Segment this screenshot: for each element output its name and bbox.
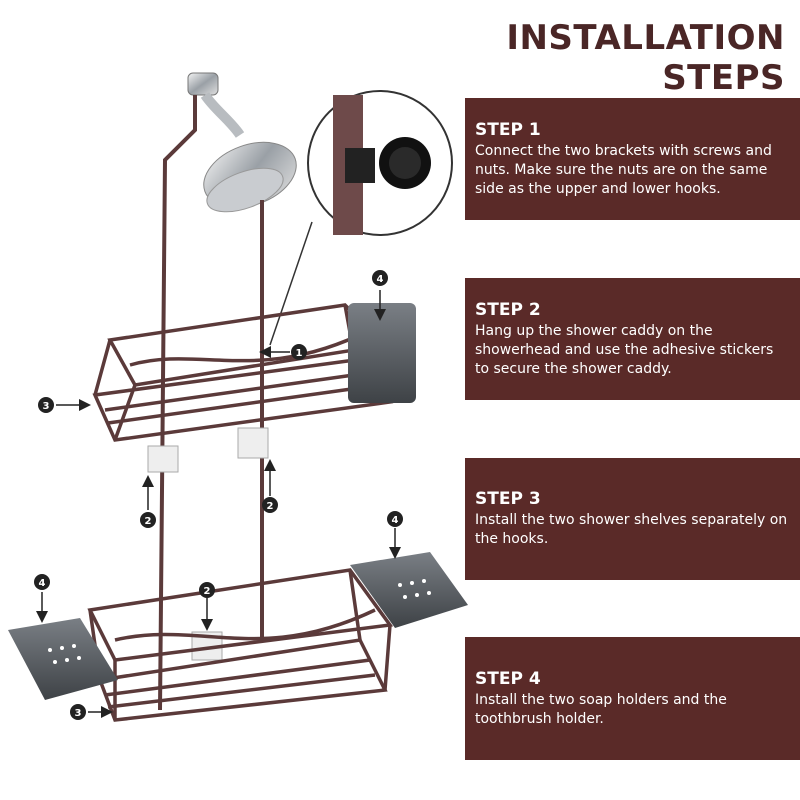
step-1-heading: STEP 1 [475, 119, 541, 140]
callout-3-upper-label: 3 [43, 401, 50, 412]
callout-badge-3-upper: 3 [38, 397, 54, 413]
soap-holder-left [8, 618, 118, 700]
callout-badge-3-lower: 3 [70, 704, 86, 720]
step-2-body: Hang up the shower caddy on the showerhe… [475, 322, 774, 377]
callout-2-center-label: 2 [204, 586, 211, 597]
step-4-card: STEP 4 Install the two soap holders and … [465, 637, 800, 760]
step-1-body: Connect the two brackets with screws and… [475, 142, 772, 197]
step-2-card: STEP 2 Hang up the shower caddy on the s… [465, 278, 800, 400]
step-2-heading: STEP 2 [475, 299, 541, 320]
step-3-body: Install the two shower shelves separatel… [475, 512, 788, 547]
callout-1-label: 1 [296, 348, 303, 359]
adhesive-sticker-icon [147, 427, 269, 661]
toothbrush-holder [348, 303, 416, 403]
upper-shelf [92, 303, 394, 442]
step-3-card: STEP 3 Install the two shower shelves se… [465, 458, 800, 580]
step-3-heading: STEP 3 [475, 489, 541, 509]
callout-badge-4-right: 4 [387, 511, 403, 527]
step-4-heading: STEP 4 [475, 668, 541, 689]
callout-badge-2-left: 2 [140, 512, 156, 528]
callout-badge-4-left: 4 [34, 574, 50, 590]
callout-3-lower-label: 3 [75, 708, 82, 719]
callout-4-top-label: 4 [377, 274, 384, 285]
callout-badge-1: 1 [291, 344, 307, 360]
callout-4-left-label: 4 [39, 578, 46, 589]
page-title: INSTALLATION STEPS [506, 18, 785, 98]
callout-2-right-label: 2 [267, 501, 274, 512]
callout-badge-2-right: 2 [262, 497, 278, 513]
step-1-card: STEP 1 Connect the two brackets with scr… [465, 98, 800, 220]
bracket-detail-icon [269, 90, 453, 346]
soap-holder-right [350, 552, 468, 628]
lower-shelf [87, 568, 394, 722]
arrows [36, 290, 401, 718]
shower-caddy-illustration: 1 3 4 2 2 4 4 2 3 [8, 72, 468, 722]
callout-badge-4-top: 4 [372, 270, 388, 286]
shower-head-icon [187, 72, 297, 213]
callout-4-right-label: 4 [392, 515, 399, 526]
callout-badge-2-center: 2 [199, 582, 215, 598]
step-4-body: Install the two soap holders and the too… [475, 691, 727, 727]
callout-2-left-label: 2 [145, 516, 152, 527]
